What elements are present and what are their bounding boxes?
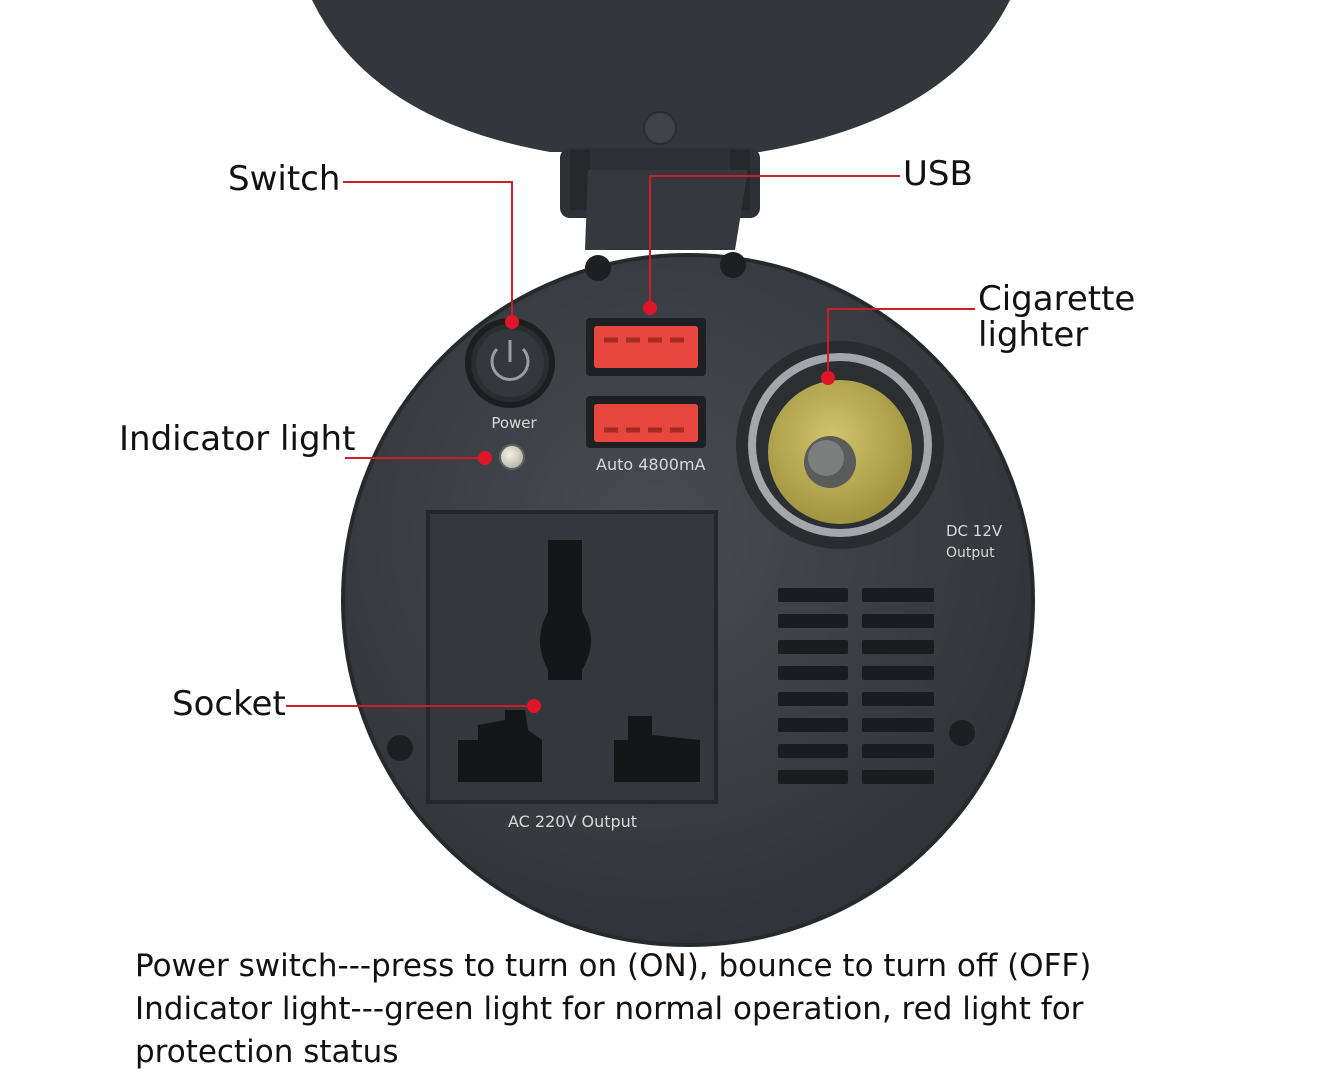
lid [312,0,1010,152]
callout-usb: USB [903,154,973,194]
screw [720,252,746,278]
device-body [585,170,748,250]
leader-switch [343,181,513,320]
usb-spec-label: Auto 4800mA [596,455,706,474]
description-line1: Power switch---press to turn on (ON), bo… [135,948,1092,984]
lid-screw [643,111,677,145]
ac-pin-right [614,716,700,782]
description-line2: Indicator light---green light for normal… [135,991,1084,1027]
ac-pin-top [540,540,591,680]
callout-cigarette-line1: Cigarette [978,279,1136,319]
callout-indicator-light: Indicator light [119,419,356,459]
screw [387,735,413,761]
callout-cigarette-lighter: Cigarette lighter [978,281,1135,353]
callout-socket: Socket [172,684,286,724]
dc-label-line1: DC 12V [946,522,1003,540]
callout-switch: Switch [228,159,341,199]
screw [949,720,975,746]
screw [585,255,611,281]
ac-pin-left [458,710,542,782]
leader-dots [478,301,835,713]
power-label: Power [491,414,537,432]
cooling-vents [778,588,934,784]
callout-cigarette-line2: lighter [978,315,1089,355]
description-line3: protection status [135,1034,399,1070]
power-icon [490,347,530,381]
leader-usb [649,175,900,306]
ac-output-label: AC 220V Output [508,812,637,831]
indicator-led [499,444,525,470]
dc-label-line2: Output [946,545,995,561]
description-text: Power switch---press to turn on (ON), bo… [135,945,1285,1074]
leader-cigarette [827,308,975,376]
leader-lines [286,175,975,707]
